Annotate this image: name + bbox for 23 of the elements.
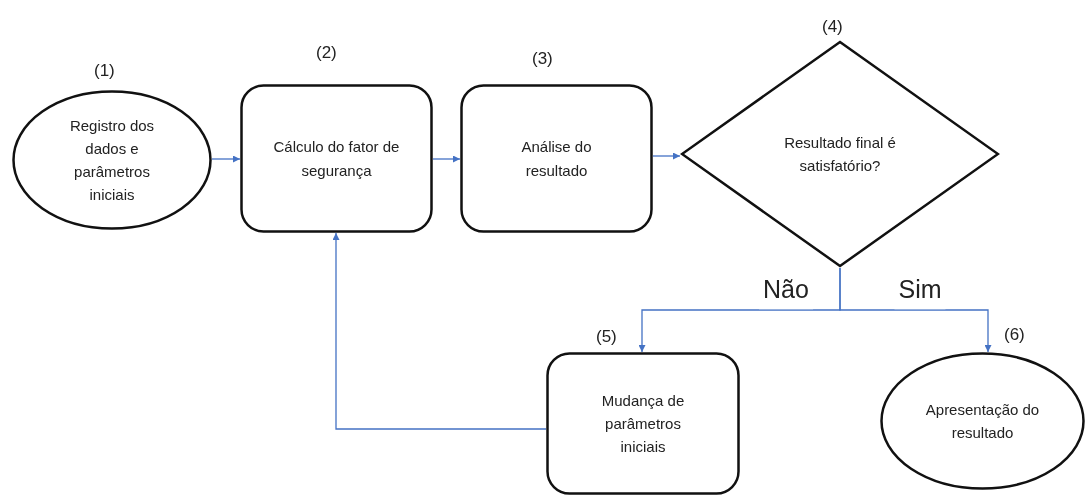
arrow xyxy=(652,152,681,160)
process-box xyxy=(546,352,740,495)
arrow xyxy=(332,232,547,430)
node-label: Resultado final é satisfatório? xyxy=(783,132,897,176)
decision-diamond xyxy=(680,40,1000,268)
process-box xyxy=(460,84,653,233)
step-number: (3) xyxy=(532,48,553,70)
step-number: (5) xyxy=(596,326,617,348)
step-number: (6) xyxy=(1004,324,1025,346)
arrow xyxy=(839,267,992,353)
terminal-ellipse xyxy=(880,352,1085,490)
process-box xyxy=(240,84,433,233)
step-number: (4) xyxy=(822,16,843,38)
arrow xyxy=(211,155,241,163)
node-label: Análise do resultado xyxy=(520,137,593,181)
node-label: Apresentação do resultado xyxy=(924,399,1041,443)
node-label: Mudança de parâmetros iniciais xyxy=(600,390,686,458)
node-label: Registro dos dados e parâmetros iniciais xyxy=(68,115,156,206)
step-number: (2) xyxy=(316,42,337,64)
step-number: (1) xyxy=(94,60,115,82)
arrow xyxy=(432,155,461,163)
terminal-ellipse xyxy=(12,90,212,230)
node-label: Cálculo do fator de segurança xyxy=(272,137,401,181)
